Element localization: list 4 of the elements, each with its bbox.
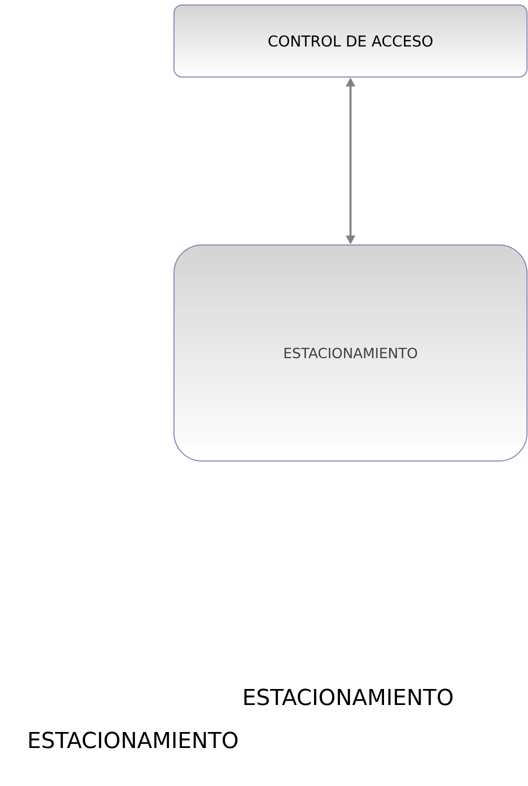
label: ESTACIONAMIENTO (244, 688, 453, 706)
process-box: CONTROL DE ACCESO (174, 4, 528, 78)
label: ESTACIONAMIENTO (29, 732, 238, 748)
process-box: ESTACIONAMIENTO (174, 244, 528, 462)
